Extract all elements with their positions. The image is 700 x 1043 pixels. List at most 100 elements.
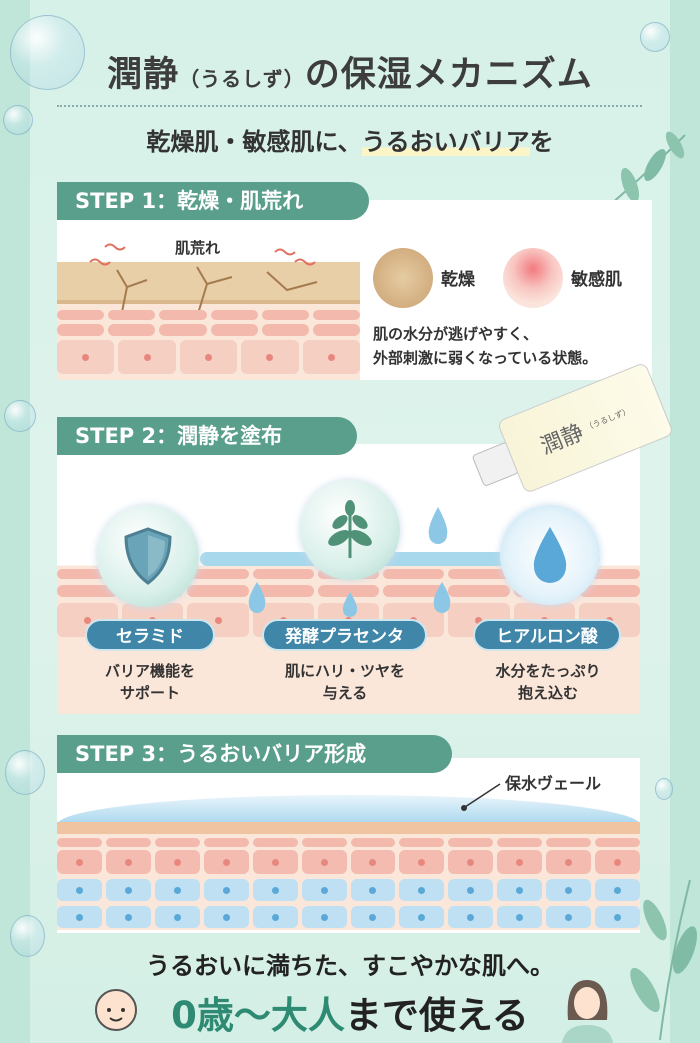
cell-nucleus [222, 886, 230, 894]
cell-nucleus [124, 913, 132, 921]
skin-cell [187, 569, 249, 579]
cell-nucleus [614, 858, 622, 866]
skin-cell [301, 879, 347, 901]
cell-nucleus [214, 616, 222, 624]
title-rest: の保湿メカニズム [304, 55, 593, 95]
skin-cell [578, 585, 640, 597]
skin-cell [57, 569, 119, 579]
leaf-branch-icon [630, 880, 698, 1040]
subtitle: 乾燥肌・敏感肌に、うるおいバリアを [0, 122, 700, 157]
cell-nucleus [565, 913, 573, 921]
skin-cell [595, 906, 640, 928]
subtitle-highlight: うるおいバリア [361, 128, 530, 156]
skin-cell [203, 850, 249, 874]
cell-row [57, 324, 360, 336]
skin-cell [399, 850, 445, 874]
bubble-icon [10, 915, 45, 957]
adult-woman-icon [562, 980, 613, 1043]
step2-tab: STEP 2：潤静を塗布 [57, 417, 357, 455]
cell-nucleus [369, 858, 377, 866]
age-highlight: 0歳〜大人 [171, 994, 345, 1037]
cell-nucleus [271, 858, 279, 866]
title-reading: （うるしず） [179, 67, 305, 91]
cell-nucleus [516, 858, 524, 866]
bubble-icon [640, 22, 670, 52]
plant-icon [328, 500, 372, 558]
cell-nucleus [369, 913, 377, 921]
skin-cell [383, 585, 445, 597]
hyaluronic-orb [500, 505, 600, 605]
skin-cell [154, 850, 200, 874]
skin-cell [350, 850, 396, 874]
cell-nucleus [320, 913, 328, 921]
bubble-icon [3, 105, 33, 135]
skin-cell [350, 906, 396, 928]
step1-tab: STEP 1：乾燥・肌荒れ [57, 182, 369, 220]
skin-cell [301, 850, 347, 874]
cell-nucleus [418, 858, 426, 866]
crack-lines [116, 266, 318, 318]
cell-nucleus [222, 913, 230, 921]
cell-nucleus [320, 858, 328, 866]
skin-cell [57, 850, 102, 874]
skin-cell [252, 838, 298, 847]
skin-cell [159, 324, 207, 336]
cell-nucleus [82, 353, 90, 361]
skin-cell [595, 879, 640, 901]
water-drop-icon [428, 507, 448, 544]
desc-line: サポート [119, 684, 180, 702]
skin-cell [57, 324, 105, 336]
desc-line: 抱え込む [517, 684, 578, 702]
cell-nucleus [565, 858, 573, 866]
sensitive-skin-icon [503, 248, 563, 308]
skin-cell [203, 906, 249, 928]
skin-cell [154, 838, 200, 847]
tagline: うるおいに満ちた、すこやかな肌へ。 [146, 952, 554, 980]
title-main: 潤静 [107, 55, 180, 95]
skin-cell [448, 585, 510, 597]
skin-cell [448, 879, 494, 901]
skin-cell [159, 310, 207, 320]
skin-cell [448, 906, 494, 928]
cell-nucleus [614, 886, 622, 894]
skin-cell [252, 906, 298, 928]
skin-cell [350, 879, 396, 901]
skin-surface-layer [57, 822, 640, 834]
desc-line: 与える [322, 684, 368, 702]
skin-cell [312, 310, 360, 320]
bubble-icon [10, 15, 85, 90]
description-line: 外部刺激に弱くなっている状態。 [373, 349, 598, 367]
cell-row [57, 838, 640, 847]
skin-cell [118, 340, 176, 374]
desc-line: 肌にハリ・ツヤを [284, 662, 405, 680]
sensitive-label: 敏感肌 [571, 270, 622, 290]
cell-nucleus [173, 913, 181, 921]
cell-nucleus [271, 913, 279, 921]
cell-nucleus [75, 858, 83, 866]
step3-tab: STEP 3：うるおいバリア形成 [57, 735, 452, 773]
water-drop-icon [433, 582, 451, 613]
water-drop-icon [248, 582, 266, 613]
skin-cell [187, 585, 249, 597]
skin-cell [203, 838, 249, 847]
skin-cell [546, 879, 592, 901]
skin-cell [301, 838, 347, 847]
skin-cell [105, 879, 151, 901]
ingredient-desc: バリア機能をサポート [70, 660, 230, 704]
skin-cell [595, 850, 640, 874]
skin-cell [595, 838, 640, 847]
cell-row [57, 906, 640, 928]
skin-cell [546, 850, 592, 874]
step1-description: 肌の水分が逃げやすく、外部刺激に弱くなっている状態。 [373, 322, 597, 370]
skin-cell [546, 838, 592, 847]
age-range-banner: 0歳〜大人まで使える [0, 985, 700, 1039]
skin-cell [57, 585, 119, 597]
veil-pointer-line [461, 783, 501, 811]
cell-nucleus [75, 913, 83, 921]
cell-nucleus [475, 616, 483, 624]
skin-cell [350, 838, 396, 847]
skin-cell [448, 569, 510, 579]
cell-nucleus [205, 353, 213, 361]
skin-cell [105, 906, 151, 928]
skin-cell [399, 838, 445, 847]
